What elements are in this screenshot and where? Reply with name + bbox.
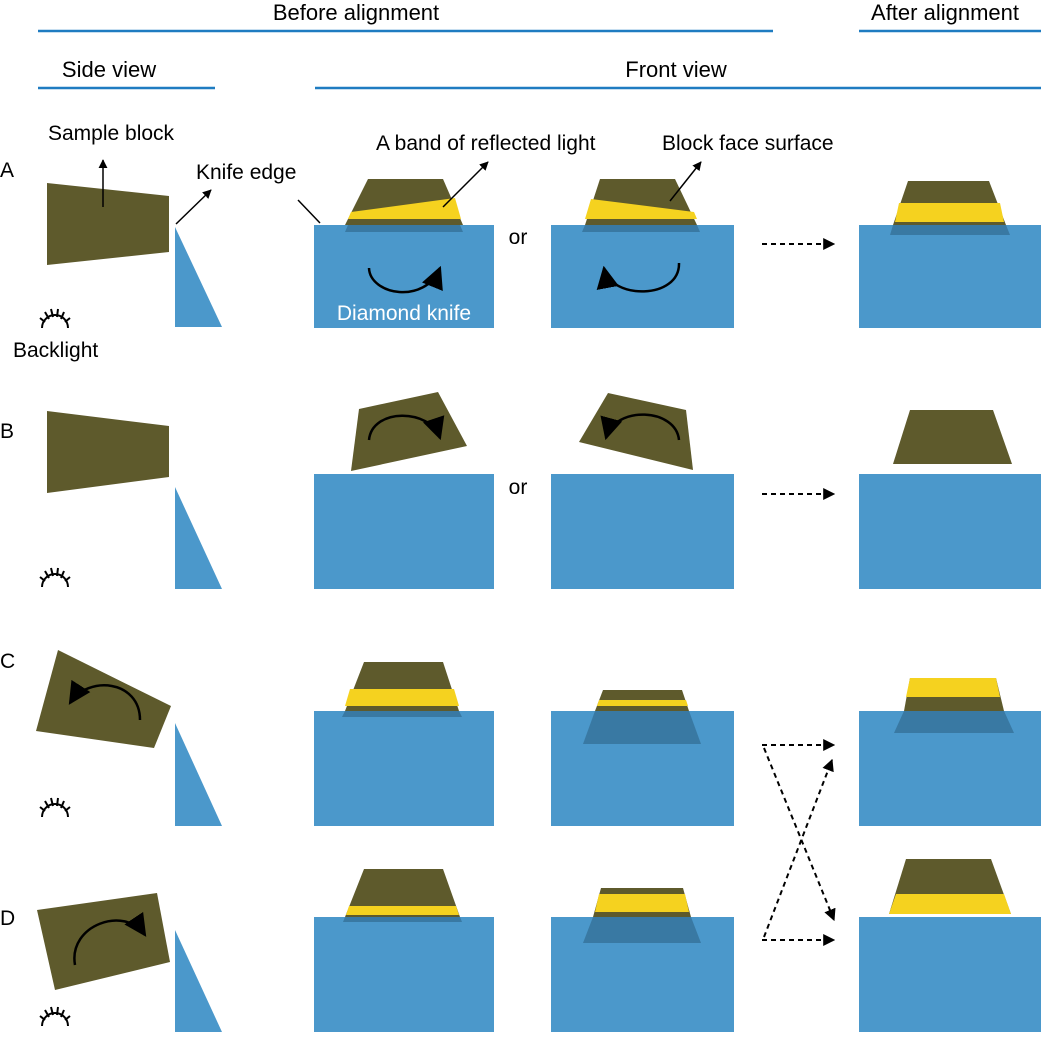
reflected-band-d2 xyxy=(595,894,689,912)
dashed-arrow-icon xyxy=(763,758,834,938)
reflected-band-c3 xyxy=(906,678,1000,697)
block-face-pointer xyxy=(669,161,702,202)
row-label-d: D xyxy=(0,907,15,930)
reflected-band-a3 xyxy=(895,203,1004,222)
knife-overlap-a3 xyxy=(890,225,1010,235)
sample-block-side xyxy=(36,650,171,748)
row-c xyxy=(36,650,1041,826)
side-view-header: Side view xyxy=(62,57,156,82)
knife-side xyxy=(175,227,222,327)
sample-block-label: Sample block xyxy=(48,122,175,145)
curved-arrow-icon xyxy=(596,262,681,293)
knife-front-a1 xyxy=(314,225,494,328)
row-b: or xyxy=(39,392,1041,589)
or-label-b: or xyxy=(509,476,528,499)
curved-arrow-icon xyxy=(600,413,681,441)
block-front-b1 xyxy=(351,392,467,471)
knife-overlap-d2 xyxy=(583,917,701,943)
after-alignment-header: After alignment xyxy=(871,0,1019,25)
knife-edge-label: Knife edge xyxy=(196,161,296,184)
reflected-band-pointer xyxy=(442,161,489,208)
row-d xyxy=(37,739,1041,1032)
reflected-band-label: A band of reflected light xyxy=(376,132,596,155)
knife-side xyxy=(175,723,222,826)
knife-side xyxy=(175,487,222,589)
knife-overlap-c3 xyxy=(894,711,1014,733)
reflected-band-c1 xyxy=(345,689,459,706)
dashed-arrow-icon xyxy=(763,747,836,922)
sample-block-side xyxy=(37,893,170,990)
front-view-header: Front view xyxy=(625,57,727,82)
diamond-knife-label: Diamond knife xyxy=(337,302,471,325)
reflected-band-c2 xyxy=(597,700,688,706)
backlight-icon xyxy=(39,1006,71,1027)
knife-overlap-d1 xyxy=(343,917,462,922)
block-front-d1 xyxy=(345,869,460,917)
or-label-a: or xyxy=(509,226,528,249)
curved-arrow-icon xyxy=(367,414,445,441)
sample-block-side xyxy=(47,183,169,265)
knife-front-d1 xyxy=(314,917,494,1032)
sample-block-side xyxy=(47,411,169,493)
backlight-icon xyxy=(39,567,71,588)
block-front-b2 xyxy=(579,393,693,470)
row-a: Sample block Knife edge Backlight Diamon… xyxy=(13,122,1041,362)
curved-arrow-icon xyxy=(68,679,142,721)
reflected-band-d3 xyxy=(889,894,1011,914)
knife-overlap-c2 xyxy=(583,711,701,744)
knife-edge-pointer xyxy=(175,189,212,225)
before-alignment-header: Before alignment xyxy=(273,0,439,25)
reflected-band-d1 xyxy=(346,906,459,915)
knife-edge-front-pointer xyxy=(297,199,321,224)
knife-front-a2 xyxy=(551,225,734,328)
row-label-c: C xyxy=(0,650,15,673)
reflected-band-a1 xyxy=(348,198,461,219)
knife-front-b2 xyxy=(551,474,734,589)
curved-arrow-icon xyxy=(367,265,443,294)
row-label-b: B xyxy=(0,420,14,443)
knife-side xyxy=(175,930,222,1032)
backlight-icon xyxy=(39,308,71,329)
knife-front-c1 xyxy=(314,711,494,826)
knife-overlap-a2 xyxy=(582,225,700,232)
row-label-a: A xyxy=(0,159,14,182)
knife-front-a3 xyxy=(859,225,1041,328)
knife-front-b3 xyxy=(859,474,1041,589)
backlight-label: Backlight xyxy=(13,339,98,362)
knife-overlap-a1 xyxy=(345,225,463,232)
reflected-band-a2 xyxy=(585,199,697,219)
knife-front-d3 xyxy=(859,917,1041,1032)
block-front-b3 xyxy=(893,410,1012,464)
block-face-label: Block face surface xyxy=(662,132,834,155)
knife-overlap-c1 xyxy=(342,711,462,717)
curved-arrow-icon xyxy=(73,911,147,966)
backlight-icon xyxy=(39,797,71,818)
knife-front-b1 xyxy=(314,474,494,589)
